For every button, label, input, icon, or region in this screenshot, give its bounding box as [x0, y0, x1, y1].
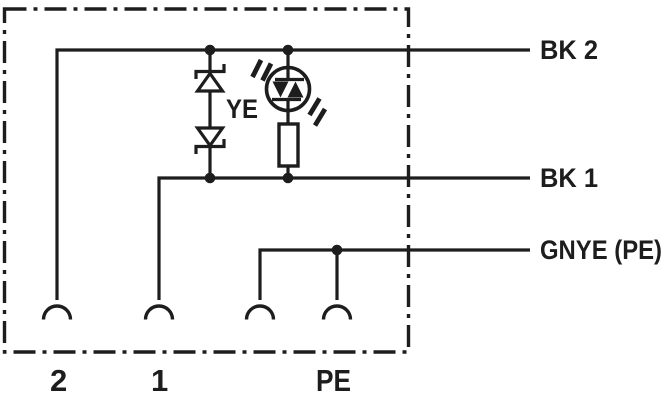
junction-dots: [204, 44, 343, 256]
resistor: [277, 122, 300, 168]
zener-diode-lower-bar: [194, 139, 226, 154]
zener-diode-lower-triangle: [194, 126, 226, 149]
wire-gnye: [258, 248, 530, 300]
label-gnye: GNYE (PE): [540, 235, 662, 265]
led-ray-icon: [250, 58, 264, 79]
pin-socket-pe-a: [244, 304, 276, 320]
junction-dot: [282, 44, 294, 56]
label-pin-1: 1: [151, 363, 168, 398]
zener-diode-lower: [194, 126, 226, 154]
wire-bk1: [157, 176, 530, 300]
junction-dot: [204, 172, 216, 184]
zener-diode-upper-bar: [194, 64, 226, 79]
led-internal: [272, 68, 304, 110]
led-triangle-right-icon: [287, 81, 304, 98]
led-triangle-left-icon: [272, 81, 289, 98]
led-rays: [250, 58, 328, 127]
led-ray-icon: [312, 107, 328, 127]
label-pin-pe: PE: [316, 363, 351, 398]
pin-socket-1: [143, 304, 175, 320]
pin-socket-pe-b: [321, 304, 353, 320]
led-ray-icon: [260, 62, 274, 82]
wire-bk2: [55, 48, 530, 300]
enclosure-border: [2, 7, 411, 354]
label-led-color: YE: [226, 94, 258, 124]
junction-dot: [282, 172, 294, 184]
zener-diode-upper-triangle: [194, 70, 226, 93]
label-bk1: BK 1: [540, 163, 598, 193]
label-pin-2: 2: [50, 363, 67, 398]
pin-sockets: [41, 304, 353, 320]
led-indicator: [250, 58, 328, 127]
zener-diode-upper: [194, 64, 226, 93]
label-bk2: BK 2: [540, 35, 598, 65]
junction-dot: [331, 244, 343, 256]
led-ray-icon: [307, 97, 322, 117]
pin-socket-2: [41, 304, 73, 320]
junction-dot: [204, 44, 216, 56]
